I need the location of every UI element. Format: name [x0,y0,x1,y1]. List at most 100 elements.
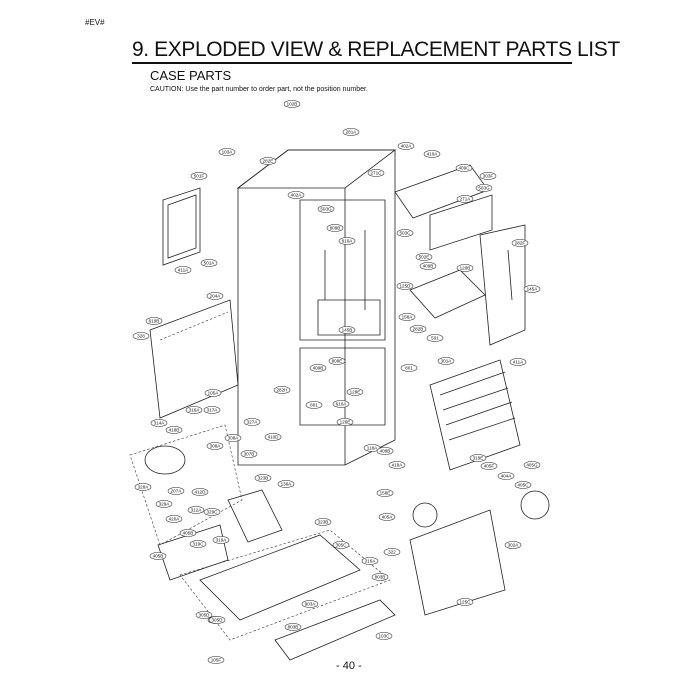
callout-text: 801 [310,403,318,408]
callout-405B: 405B [179,529,197,537]
callout-text: 405B [153,554,164,559]
callout-text: 328 [137,334,145,339]
callout-322: 322 [383,548,401,556]
callout-145A: 145A [523,285,541,293]
callout-503C: 503C [396,229,414,237]
callout-810A: 810A [338,237,356,245]
callout-text: 402A [291,193,303,198]
callout-text: 301A [441,359,453,364]
callout-316A: 316A [361,557,379,565]
callout-text: 271A [460,197,472,202]
callout-text: 319A [216,538,228,543]
callout-105A: 105A [204,389,222,397]
callout-323B: 323B [254,474,272,482]
callout-271C: 271C [367,169,385,177]
callout-809B: 809B [326,224,344,232]
callout-314A: 314A [150,419,168,427]
callout-411A: 411A [509,358,527,366]
callout-text: 308A [210,444,222,449]
callout-text: 307B [244,452,255,457]
callout-282F: 282F [511,239,529,247]
callout-text: 803B [375,575,386,580]
callout-text: 322 [388,550,396,555]
callout-text: 404A [501,474,513,479]
callout-text: 405A [382,515,394,520]
callout-610A: 610A [332,400,350,408]
callout-text: 302A [508,543,520,548]
callout-102B: 102B [283,100,301,108]
callout-text: 803B [288,625,299,630]
callout-120B: 120B [456,264,474,272]
callout-text: 145A [527,287,539,292]
callout-text: 282F [515,241,526,246]
callout-903A: 903A [301,600,319,608]
page-title: 9. EXPLODED VIEW & REPLACEMENT PARTS LIS… [132,38,620,61]
callout-316A: 316A [185,406,203,414]
callout-text: 903A [305,602,317,607]
callout-text: 809B [330,226,341,231]
callout-text: 282B [413,327,424,332]
door-panel-left [162,187,201,266]
callout-text: 405C [518,483,530,488]
callout-text: 158A [402,315,414,320]
callout-328: 328 [132,332,150,340]
callout-text: 316A [365,559,377,564]
callout-405G: 405G [523,461,541,469]
callout-312A: 312A [187,506,205,514]
title-rule [132,62,572,64]
callout-319A: 319A [212,536,230,544]
callout-282B: 282B [409,325,427,333]
callout-204A: 204A [206,292,224,300]
callout-text: 409C [459,166,471,171]
callout-text: 619B [149,319,160,324]
callout-410A: 410A [423,150,441,158]
document-tag: #EV# [85,18,105,27]
condenser [227,489,283,543]
callout-319E: 319E [469,454,487,462]
callout-328A: 328A [134,483,152,491]
callout-303F: 303F [479,172,497,180]
callout-text: 328A [138,485,150,490]
callout-405B: 405B [149,552,167,560]
callout-text: 312A [191,508,203,513]
callout-301A: 301A [437,357,455,365]
callout-125C: 125C [456,598,474,606]
callout-271A: 271A [456,195,474,203]
callout-text: 405G [526,463,538,468]
callout-text: 411A [513,360,524,365]
callout-126E: 126E [336,418,354,426]
callout-327A: 327A [243,418,261,426]
callout-text: 103A [222,150,234,155]
callout-305D: 305D [208,616,226,624]
callout-105F: 105F [207,656,225,664]
callout-text: 503G [478,186,490,191]
callout-text: 809E [332,359,343,364]
callout-103A: 103A [218,148,236,156]
callout-text: 610A [336,402,348,407]
callout-503G: 503G [475,184,493,192]
callout-text: 412D [195,490,207,495]
callout-text: 409B [423,264,434,269]
callout-129E: 129E [346,388,364,396]
callout-text: 316A [189,408,201,413]
callout-text: 118A [367,446,378,451]
callout-136A: 136A [277,480,295,488]
callout-281A: 281A [342,128,360,136]
callout-text: 303F [483,174,494,179]
callout-text: 410D [268,435,280,440]
callout-text: 410A [427,152,439,157]
callout-329C: 329C [203,508,221,516]
callout-405A: 405A [378,513,396,521]
callout-text: 271C [371,171,383,176]
callout-420A: 420A [165,515,183,523]
callout-text: 405F [484,464,495,469]
callout-158E: 158E [376,489,394,497]
callout-text: 102B [287,102,298,107]
callout-125D: 125D [396,282,414,290]
callout-text: 282E [263,159,274,164]
callout-text: 305C [336,543,348,548]
callout-text: 801 [405,366,413,371]
callout-412D: 412D [191,488,209,496]
callout-text: 204A [210,294,222,299]
callout-801: 801 [400,364,418,372]
